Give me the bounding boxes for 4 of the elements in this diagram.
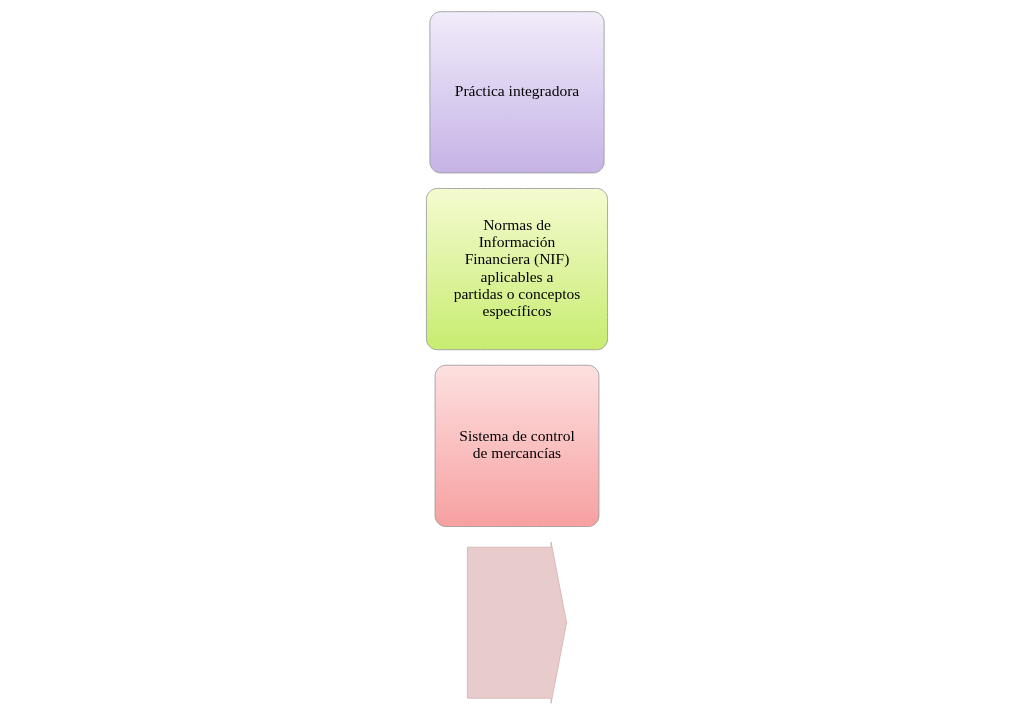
node-arrow [467, 541, 567, 704]
node-box: Normas de Información Financiera (NIF) aplicables a partidas o conceptos específicos [426, 188, 608, 351]
node-box: Práctica integradora [429, 11, 605, 174]
node-box: Sistema de control de mercancías [434, 364, 600, 527]
